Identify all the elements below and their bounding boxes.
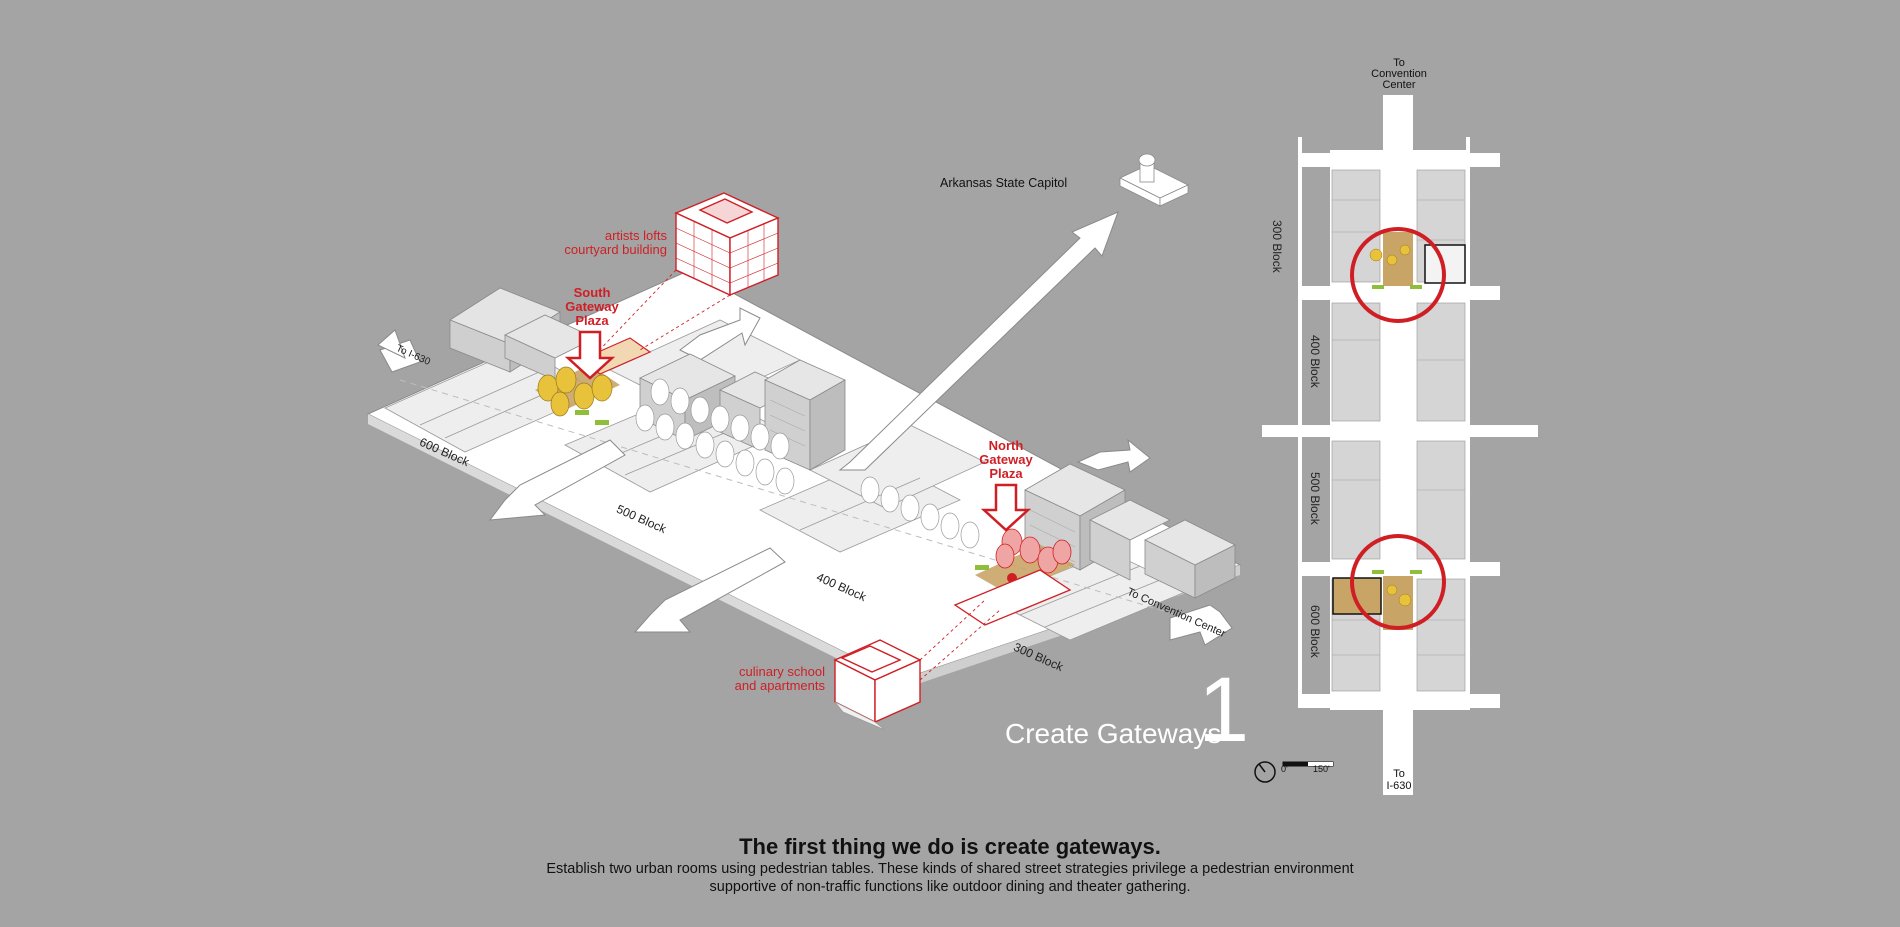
north-gateway-circle	[1350, 227, 1446, 323]
south-gateway-circle	[1350, 534, 1446, 630]
artists-lofts-label: artists lofts courtyard building	[564, 228, 667, 257]
plan-block-400: 400 Block	[1308, 335, 1322, 388]
north-gateway-label: North Gateway Plaza	[979, 438, 1033, 481]
culinary-building	[833, 639, 922, 731]
scale-zero-label: 0'	[1281, 764, 1288, 774]
south-gateway-arrow	[564, 330, 616, 380]
scale-end-label: 150'	[1313, 764, 1330, 774]
scale-bar	[1282, 761, 1334, 767]
north-plaza-graphic	[953, 528, 1075, 626]
heading-word: Create Gateways	[1005, 718, 1222, 749]
street-plan	[1254, 95, 1538, 795]
caption-title: The first thing we do is create gateways…	[739, 834, 1161, 859]
plan-block-300: 300 Block	[1270, 220, 1284, 273]
caption: The first thing we do is create gateways…	[0, 834, 1900, 896]
plan-bottom-destination: To I-630	[1386, 768, 1412, 792]
heading-number: 1	[1198, 659, 1250, 761]
plan-top-destination: To Convention Center	[1371, 57, 1427, 91]
isometric-site-plan	[366, 153, 1242, 731]
caption-body-line1: Establish two urban rooms using pedestri…	[546, 861, 1354, 877]
capitol-building	[1119, 153, 1189, 207]
plan-block-500: 500 Block	[1308, 472, 1322, 525]
capitol-label: Arkansas State Capitol	[940, 176, 1068, 190]
caption-body-line2: supportive of non-traffic functions like…	[709, 879, 1191, 895]
south-gateway-label: South Gateway Plaza	[565, 285, 619, 328]
culinary-label: culinary school and apartments	[734, 664, 825, 693]
north-gateway-arrow	[980, 483, 1032, 532]
plan-block-600: 600 Block	[1308, 605, 1322, 658]
north-arrow-icon	[1254, 761, 1276, 783]
artists-lofts-building	[674, 192, 780, 297]
